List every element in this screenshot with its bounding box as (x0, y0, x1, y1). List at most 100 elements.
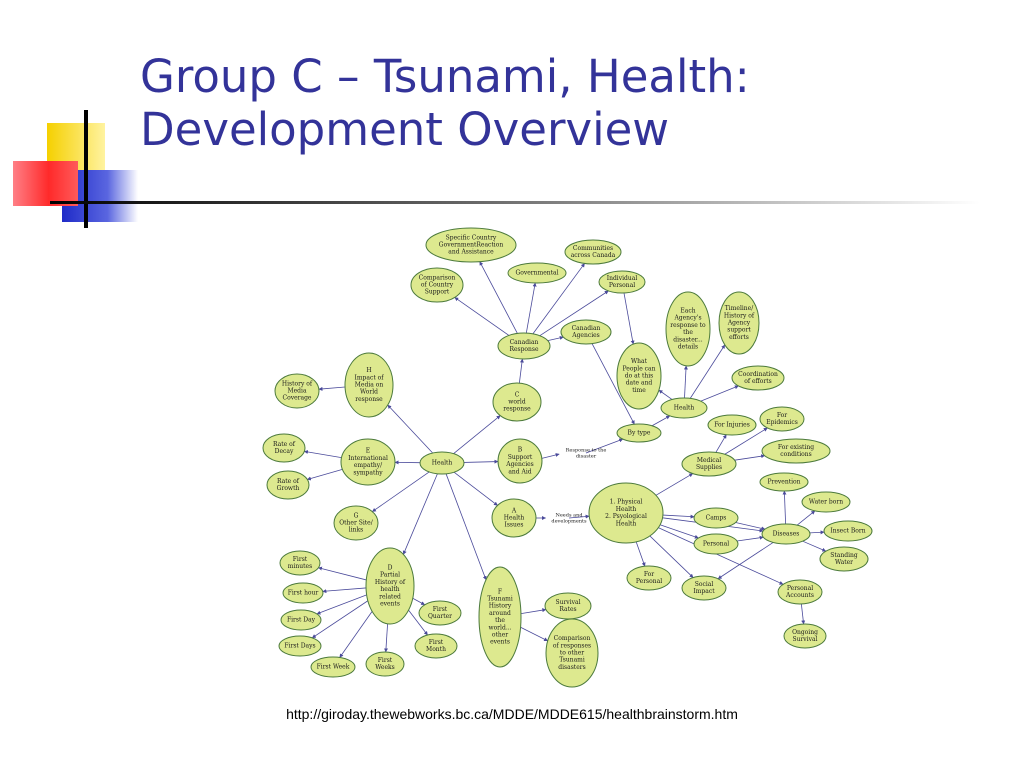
node-label-comparison-country: of Country (421, 282, 454, 289)
node-label-camps: Camps (706, 515, 727, 522)
node-bubble-comparison-responses (545, 618, 599, 688)
node-label-medical-supplies: Supplies (696, 464, 722, 471)
node-label-f-node: events (490, 639, 510, 646)
node-bubble-coordination (731, 365, 785, 391)
node-label-history-media: History of (282, 380, 313, 387)
node-label-first-weeks: First (378, 657, 393, 664)
node-label-canadian-response: Canadian (510, 339, 539, 346)
node-label-each-agency: response to (670, 322, 706, 329)
edge-canadian-response-to-comparison-country (454, 297, 510, 336)
node-label-history-media: Coverage (283, 395, 312, 402)
node-label-response-disaster: Response to the (566, 448, 607, 454)
node-label-first-month: First (429, 639, 444, 646)
edge-health-center-to-a-node (453, 471, 498, 506)
edge-diseases-to-standing-water (802, 540, 827, 552)
node-diseases: Diseases (761, 523, 811, 545)
node-label-b-node: Support (508, 454, 533, 461)
node-bubble-insect-born (823, 520, 873, 542)
node-label-h-node: Media on (355, 382, 384, 389)
node-label-first-weeks: Weeks (375, 664, 395, 671)
node-label-f-node: Tsunami (487, 596, 513, 603)
edge-personal-accounts-to-ongoing-survival (800, 603, 806, 625)
node-label-personal-accounts: Accounts (785, 592, 814, 599)
node-label-h-node: H (366, 367, 371, 374)
node-label-response-disaster: disaster (576, 454, 597, 460)
edge-health-center-to-g-node (372, 471, 430, 512)
node-bubble-first-day (280, 609, 322, 631)
edge-personal-to-diseases (736, 535, 764, 542)
node-label-timeline: History of (724, 312, 755, 319)
node-bubble-individual (598, 270, 646, 294)
edge-d-node-to-first-hour (322, 587, 367, 594)
node-bubble-comparison-country (410, 267, 464, 303)
edge-medical-supplies-to-for-epidemics (724, 427, 768, 455)
node-bubble-by-type (616, 423, 662, 443)
node-label-communities: across Canada (571, 252, 616, 259)
node-label-f-node: F (498, 588, 502, 595)
node-label-for-existing: For existing (778, 444, 814, 451)
node-bubble-rate-decay (262, 433, 306, 463)
node-bubble-medical-supplies (681, 451, 737, 477)
source-url: http://giroday.thewebworks.bc.ca/MDDE/MD… (286, 706, 738, 722)
node-label-coordination: of efforts (744, 378, 772, 385)
node-bubble-diseases (761, 523, 811, 545)
edge-health-r-to-each-agency (683, 365, 688, 399)
node-label-social-impact: Impact (693, 588, 715, 595)
edge-phys-psych-to-for-personal (635, 541, 646, 567)
node-label-social-impact: Social (695, 581, 714, 588)
node-label-ongoing-survival: Ongoing (792, 629, 818, 636)
node-prevention: Prevention (759, 472, 809, 492)
node-label-timeline: support (727, 327, 751, 334)
node-health-center: Health (419, 451, 465, 475)
deco-vertical-rule (84, 110, 88, 228)
node-bubble-camps (693, 507, 739, 529)
edge-canadian-response-to-specific (479, 261, 518, 334)
node-camps: Camps (693, 507, 739, 529)
node-bubble-g-node (333, 505, 379, 541)
node-label-individual: Personal (609, 282, 635, 289)
edge-d-node-to-first-minutes (318, 566, 367, 581)
node-label-a-node: Health (504, 515, 525, 522)
node-bubble-d-node (365, 547, 415, 625)
node-bubble-h-node (344, 352, 394, 418)
node-personal: Personal (693, 533, 739, 555)
node-label-phys-psych: Health (616, 506, 637, 513)
node-bubble-first-weeks (365, 651, 405, 677)
node-label-f-node: world... (488, 624, 511, 631)
edge-d-node-to-first-quarter (412, 597, 426, 606)
edge-d-node-to-first-week (339, 611, 373, 658)
edge-canadian-response-to-individual (539, 290, 609, 337)
node-label-each-agency: Agency's (673, 315, 701, 322)
node-by-type: By type (616, 423, 662, 443)
edge-d-node-to-first-month (408, 609, 428, 636)
node-bubble-governmental (507, 262, 567, 284)
node-bubble-c-node (492, 382, 542, 422)
node-label-diseases: Diseases (773, 531, 800, 538)
title-decoration (13, 110, 980, 228)
title-line-2: Development Overview (140, 103, 670, 156)
node-label-personal-accounts: Personal (787, 585, 813, 592)
edge-canadian-response-to-governmental (525, 282, 537, 334)
node-health-r: Health (660, 397, 708, 419)
node-label-d-node: Partial (380, 572, 400, 579)
node-label-water-born: Water born (809, 499, 843, 506)
edge-by-type-to-health-r (651, 415, 671, 427)
edge-medical-supplies-to-for-existing (734, 454, 766, 461)
node-label-survival-rates: Rates (559, 606, 576, 613)
node-label-g-node: Other Site/ (339, 520, 374, 527)
edge-health-center-to-d-node (402, 473, 438, 555)
node-label-comparison-responses: Tsunami (559, 657, 585, 664)
